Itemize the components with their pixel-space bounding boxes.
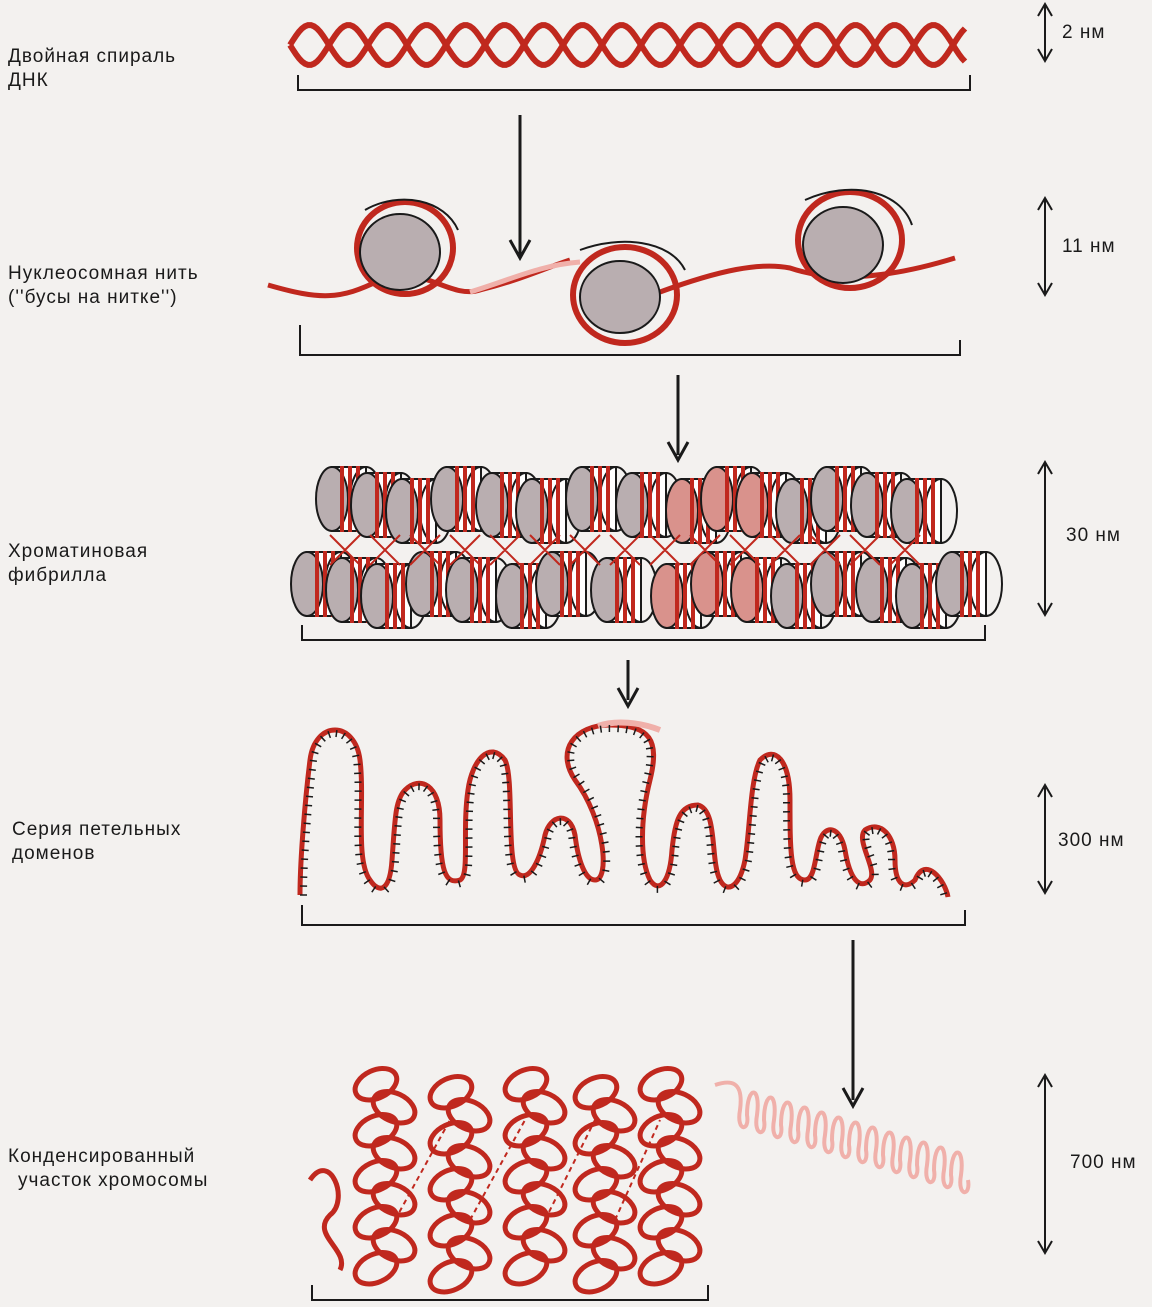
nucleosome [357, 200, 458, 294]
chromatin-fibril [291, 466, 1002, 629]
label-line: Серия петельных [12, 818, 181, 842]
size-label-2nm: 2 нм [1062, 22, 1105, 44]
label-line: ДНК [8, 69, 176, 93]
size-label-11nm: 11 нм [1062, 236, 1116, 258]
label-nucleosome-string: Нуклеосомная нить (''бусы на нитке'') [8, 262, 199, 310]
loop-domains [300, 723, 948, 897]
fibril-nucleosome [936, 551, 1002, 617]
label-line: доменов [12, 842, 181, 866]
fibril-nucleosome [591, 557, 657, 623]
size-label-700nm: 700 нм [1070, 1152, 1137, 1174]
bracket-4 [302, 905, 965, 925]
dna-double-helix [290, 25, 965, 65]
label-line: Конденсированный [8, 1145, 208, 1169]
label-condensed-chromosome: Конденсированный участок хромосомы [8, 1145, 208, 1193]
size-label-30nm: 30 нм [1066, 525, 1121, 547]
label-loop-domains: Серия петельных доменов [12, 818, 181, 866]
dimension-arrows [1038, 4, 1052, 1253]
nucleosome-string [268, 190, 955, 343]
label-line: участок хромосомы [8, 1169, 208, 1193]
label-dna-helix: Двойная спираль ДНК [8, 45, 176, 93]
fibril-nucleosome [891, 478, 957, 544]
size-label-300nm: 300 нм [1058, 830, 1125, 852]
label-line: Нуклеосомная нить [8, 262, 199, 286]
condensed-chromosome [310, 1062, 968, 1298]
label-line: Двойная спираль [8, 45, 176, 69]
bracket-1 [298, 75, 970, 90]
label-line: Хроматиновая [8, 540, 148, 564]
label-line: (''бусы на нитке'') [8, 286, 199, 310]
label-chromatin-fibril: Хроматиновая фибрилла [8, 540, 148, 588]
bracket-5 [312, 1285, 708, 1300]
nucleosome [573, 242, 685, 343]
label-line: фибрилла [8, 564, 148, 588]
